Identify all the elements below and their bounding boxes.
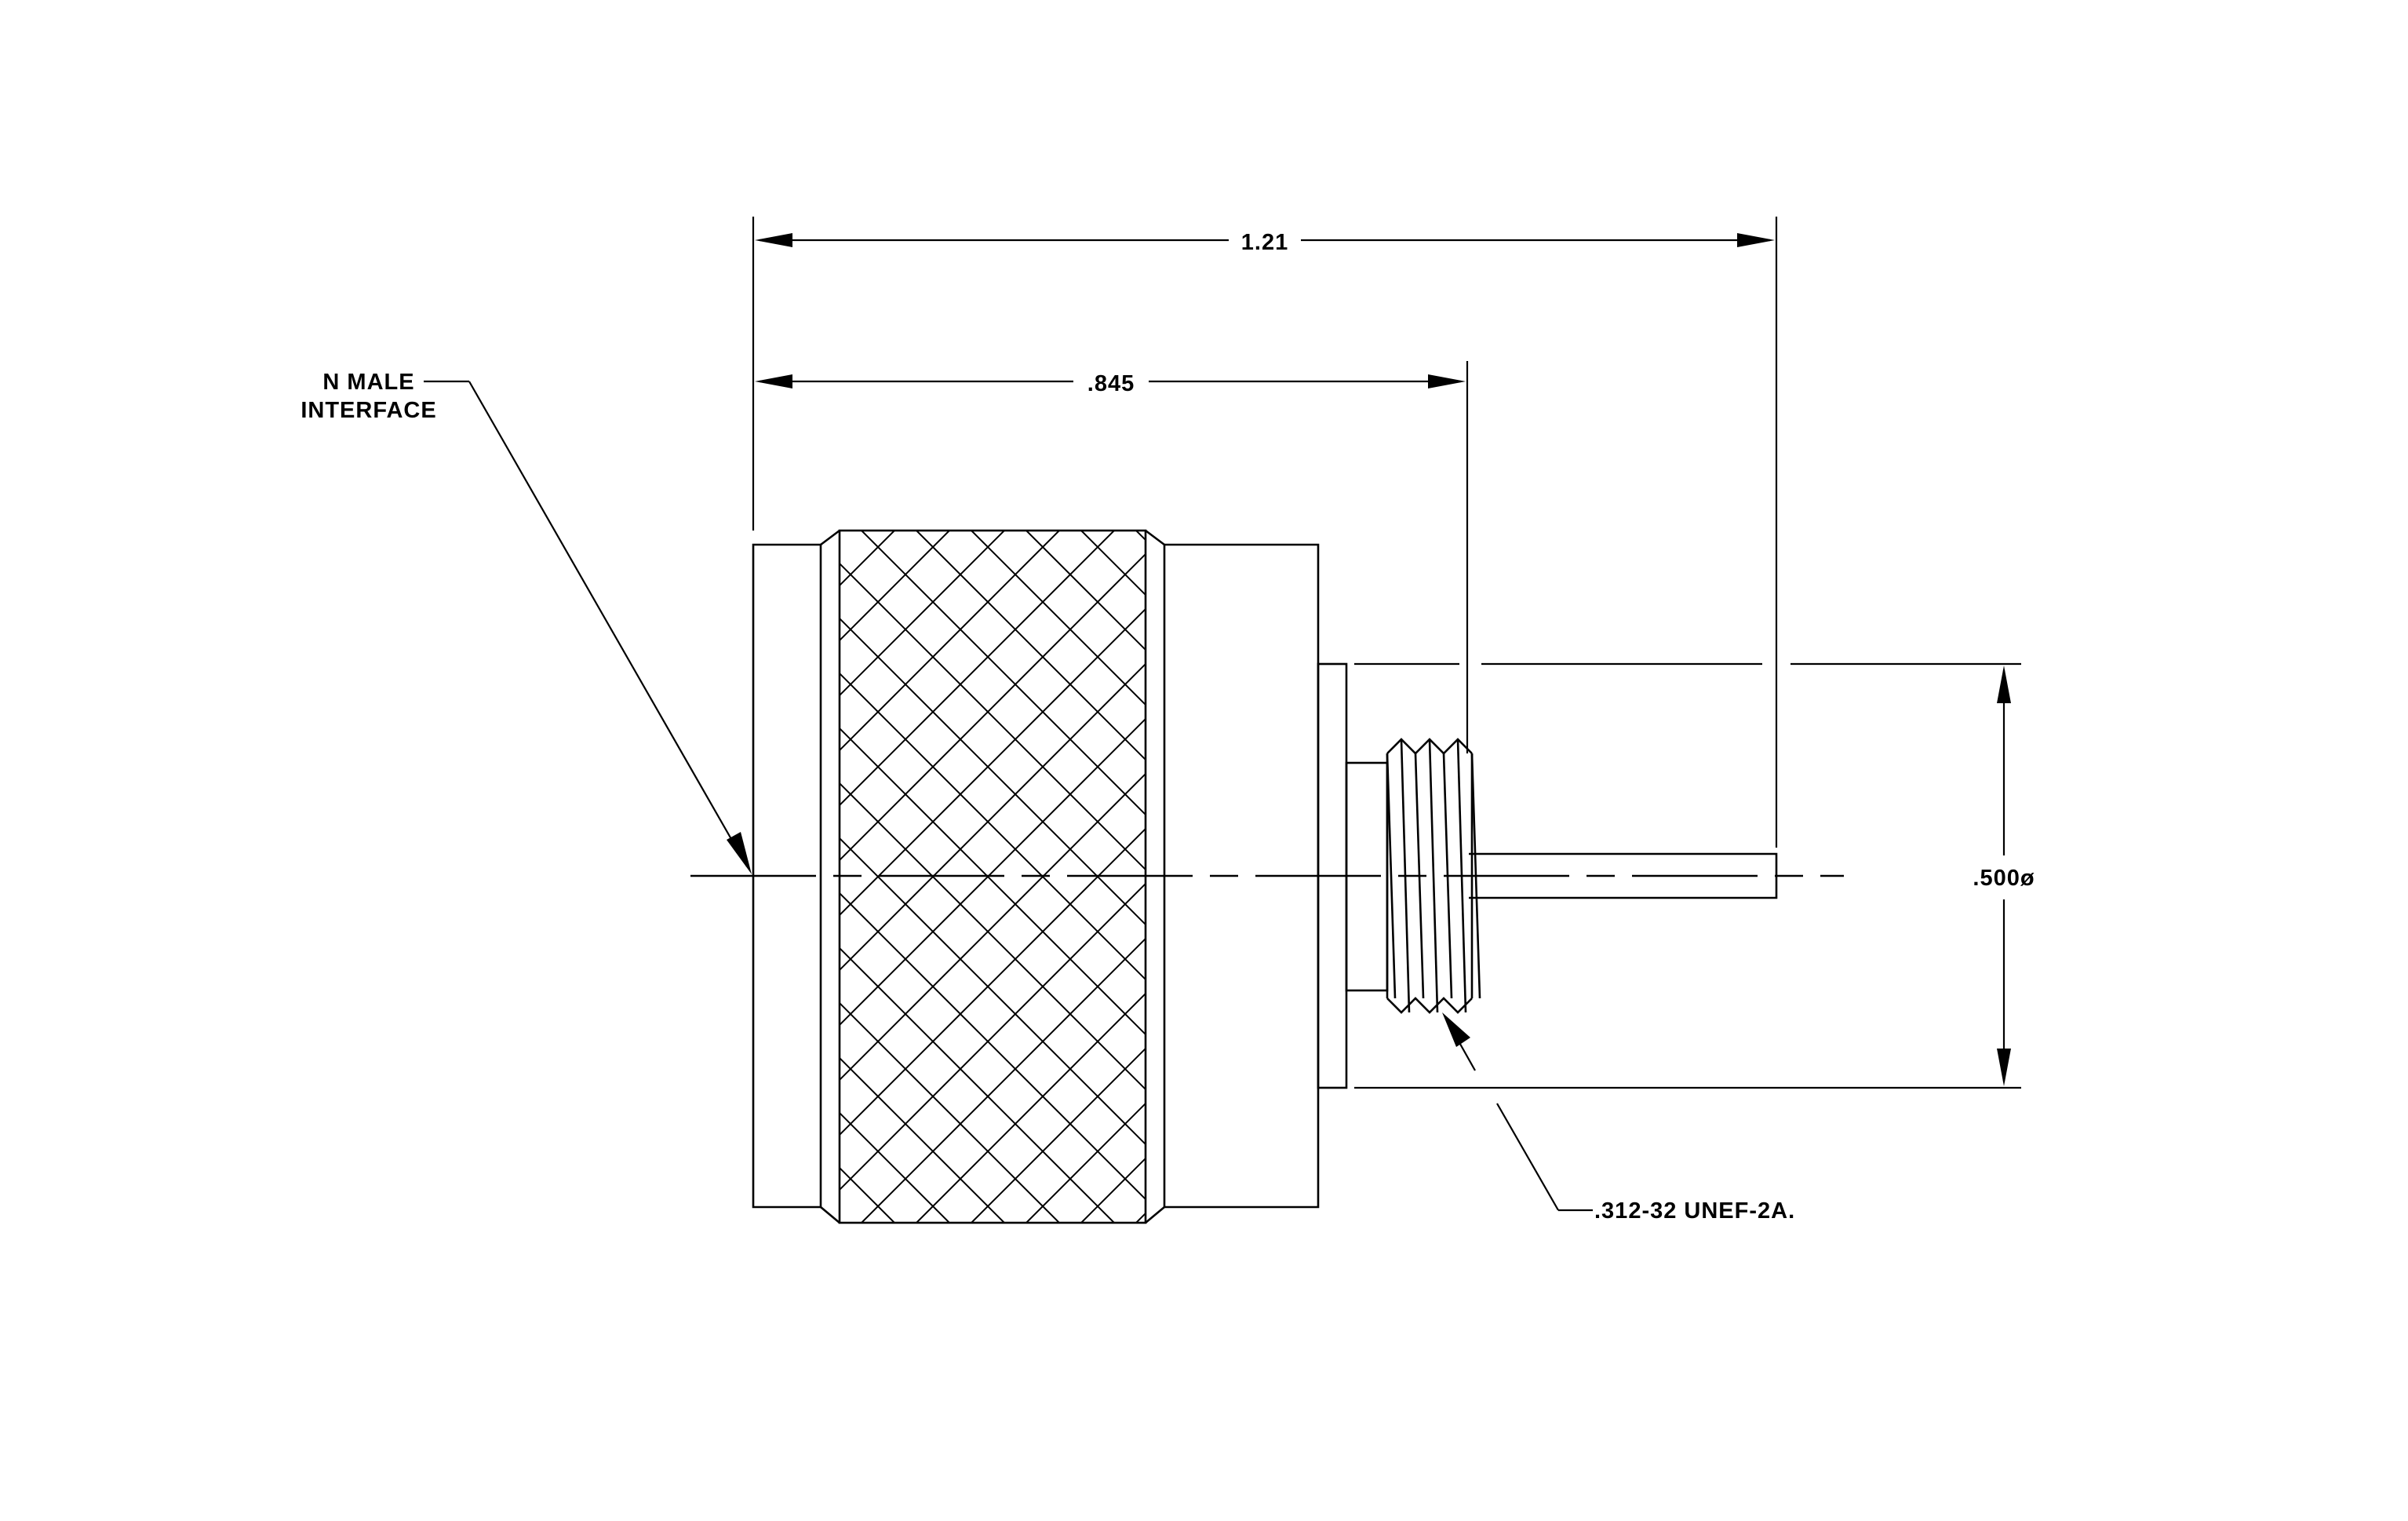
- knurl-line: [840, 1001, 1060, 1223]
- knurl-line: [840, 882, 1146, 1191]
- arrow-head: [1997, 666, 2011, 703]
- knurl-line: [840, 607, 1146, 917]
- knurl-line: [840, 531, 1115, 807]
- thread-line: [1386, 753, 1397, 999]
- knurl-line: [971, 1047, 1146, 1223]
- knurl-line: [840, 892, 1146, 1201]
- knurl-line: [1795, 531, 2408, 1223]
- dimension-diameter: .500ø: [1973, 666, 2035, 1086]
- dim-body-length: .845: [1087, 371, 1135, 396]
- knurl-line: [840, 531, 1005, 697]
- arrow-head: [755, 374, 792, 388]
- interface-label-line1: N MALE: [322, 370, 414, 395]
- knurl-line: [840, 1056, 1005, 1223]
- knurl-line: [916, 992, 1146, 1223]
- knurl-line: [861, 531, 1146, 816]
- thread-spec-label: .312-32 UNEF-2A.: [1594, 1198, 1795, 1224]
- arrow-head: [1737, 233, 1775, 247]
- knurl-line: [840, 562, 1146, 871]
- knurl-line: [840, 947, 1115, 1223]
- dim-diameter: .500ø: [1973, 866, 2035, 891]
- knurl-line: [1025, 1102, 1146, 1223]
- arrow-head: [727, 832, 752, 874]
- arrow-head: [1997, 1049, 2011, 1086]
- arrow-head: [1442, 1012, 1470, 1047]
- knurl-line: [1521, 531, 2213, 1223]
- dimension-overall: 1.21: [755, 230, 1775, 255]
- knurl-line: [971, 531, 1146, 706]
- knurl-line: [1521, 531, 2213, 1223]
- callout-thread: .312-32 UNEF-2A.: [1442, 1012, 1795, 1224]
- knurl-line: [1025, 531, 1146, 651]
- knurl-line: [840, 553, 1146, 862]
- arrow-head: [755, 233, 792, 247]
- knurl-line: [1795, 531, 2408, 1223]
- arrow-head: [1428, 374, 1466, 388]
- knurl-line: [1466, 531, 2158, 1223]
- thread-bottom-profile: [1386, 997, 1473, 1014]
- knurl-line: [840, 531, 1060, 752]
- knurl-line: [916, 531, 1146, 761]
- interface-label-line2: INTERFACE: [301, 398, 436, 423]
- knurl-line: [1466, 531, 2158, 1223]
- dimension-body-length: .845: [755, 371, 1466, 396]
- knurl-line: [861, 937, 1146, 1223]
- callout-interface: N MALE INTERFACE: [301, 370, 752, 874]
- dim-overall-length: 1.21: [1241, 230, 1288, 255]
- extension-lines: [752, 217, 2021, 1089]
- thread-line: [1428, 739, 1439, 1013]
